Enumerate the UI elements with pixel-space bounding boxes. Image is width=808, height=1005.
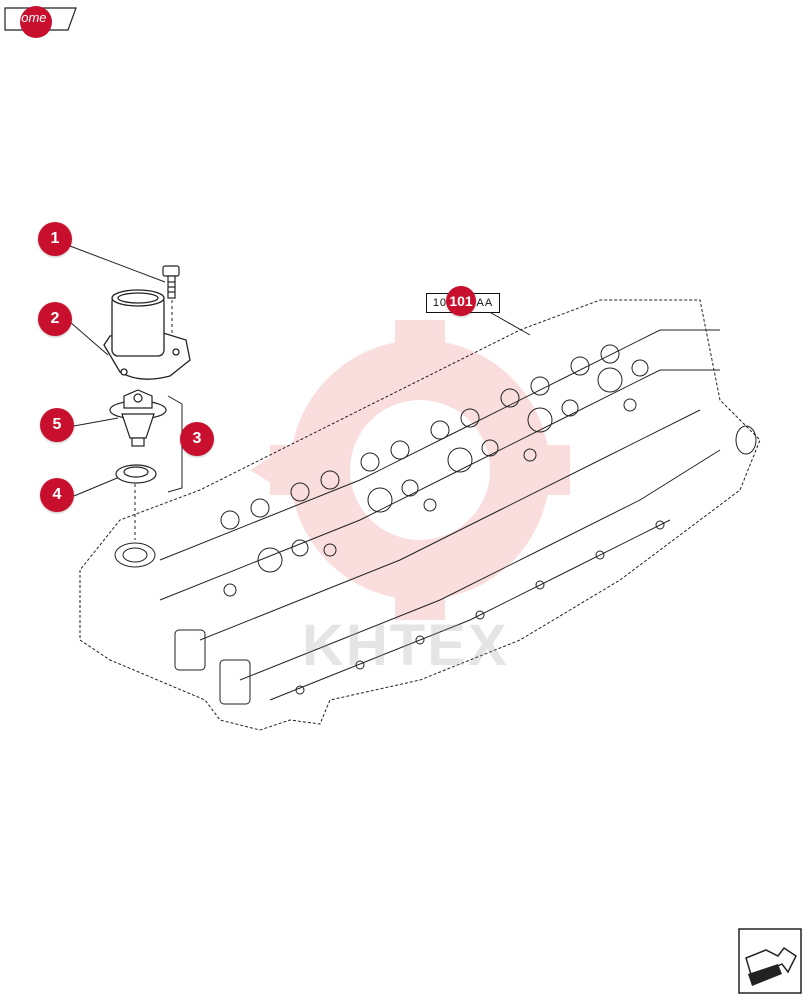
callout-4[interactable]: 4 xyxy=(40,478,74,512)
callout-3[interactable]: 3 xyxy=(180,422,214,456)
callout-1[interactable]: 1 xyxy=(38,222,72,256)
watermark-text: KHTEX xyxy=(302,613,509,678)
callout-5[interactable]: 5 xyxy=(40,408,74,442)
cylinder-head-part xyxy=(79,299,761,731)
seal-ring-part xyxy=(115,464,157,484)
home-label: home xyxy=(14,10,47,25)
home-dot-icon xyxy=(20,6,52,38)
thermostat-part xyxy=(109,389,167,447)
watermark-gear-icon xyxy=(250,320,570,620)
callout-101[interactable]: 101 xyxy=(446,286,476,316)
arrow-next-icon xyxy=(738,928,802,994)
thermostat-housing-part xyxy=(103,289,191,380)
next-page-button[interactable] xyxy=(738,928,802,994)
bolt-part xyxy=(162,265,180,299)
home-button[interactable]: home xyxy=(4,4,78,38)
callout-2[interactable]: 2 xyxy=(38,302,72,336)
